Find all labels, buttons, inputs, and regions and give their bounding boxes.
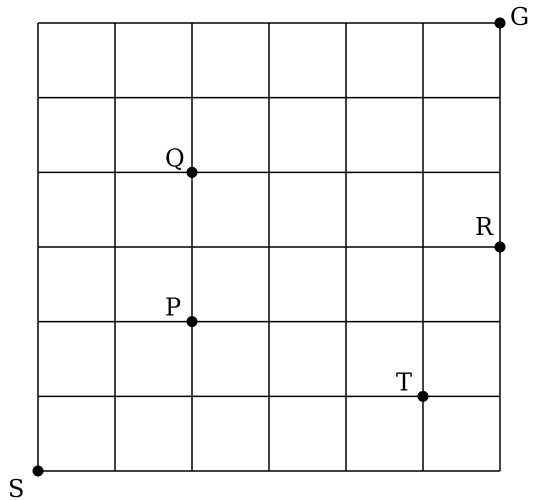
point-g-dot — [494, 17, 506, 29]
point-q-label: Q — [165, 144, 185, 172]
point-p-dot — [186, 316, 198, 328]
point-t-dot — [417, 390, 429, 402]
point-r-label: R — [475, 213, 494, 241]
point-s-label: S — [8, 475, 24, 500]
point-r-dot — [494, 241, 506, 253]
point-g-label: G — [510, 3, 529, 31]
point-t-label: T — [396, 368, 412, 396]
grid-lines — [37, 22, 501, 472]
point-s-dot — [32, 465, 44, 477]
points-layer: S G Q R P T — [8, 3, 529, 500]
point-p-label: P — [165, 294, 181, 322]
point-q-dot — [186, 166, 198, 178]
